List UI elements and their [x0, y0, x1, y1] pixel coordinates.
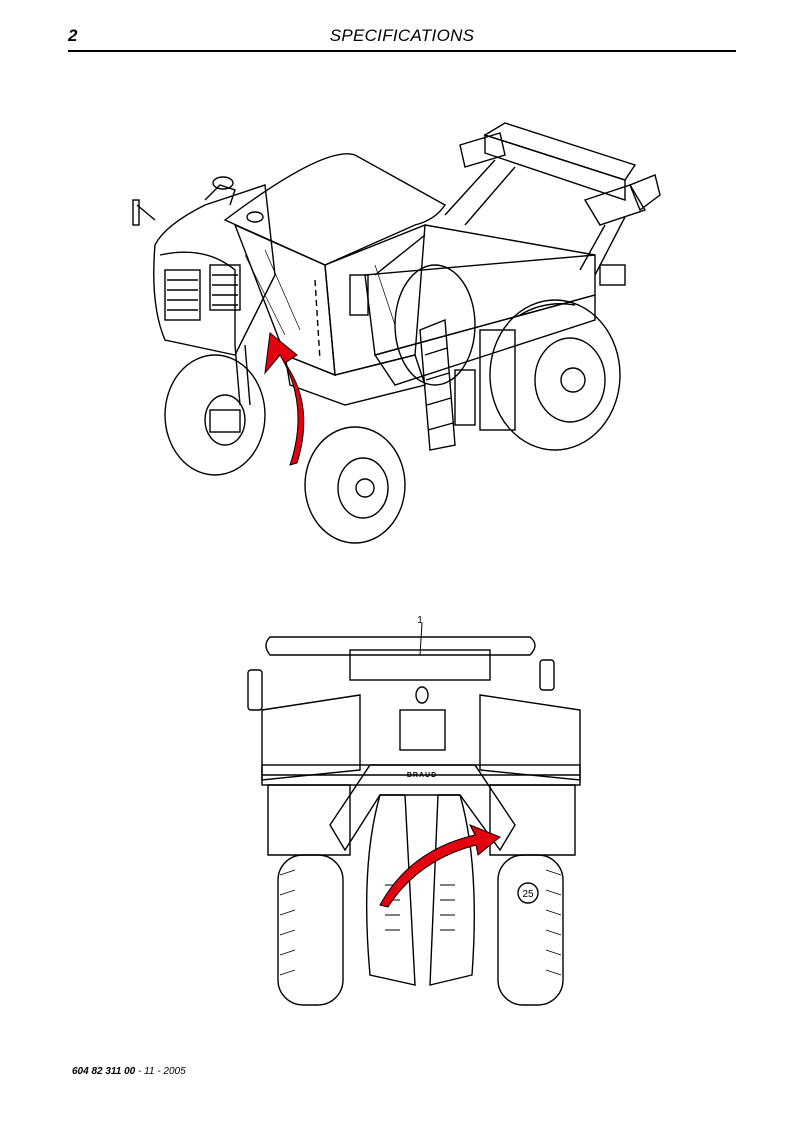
right-shaker-arm [429, 794, 475, 986]
revision-number: 11 [144, 1066, 155, 1077]
brand-label: BRAUD [407, 772, 437, 779]
wheels [164, 264, 621, 544]
rear-right-wheel [489, 299, 621, 451]
overhead-frame [444, 122, 661, 286]
red-arrow-to-cab-access [264, 332, 305, 466]
section-title: SPECIFICATIONS [329, 26, 475, 45]
cabin [223, 153, 447, 406]
harvester-isometric-illustration [125, 105, 685, 545]
page-number: 2 [68, 26, 78, 45]
document-code: 604 82 311 00 [72, 1066, 136, 1077]
right-mirror [539, 659, 555, 691]
front-left-wheel [164, 354, 266, 476]
callout-label: 1 [417, 615, 423, 626]
harvester-isometric-drawing [132, 122, 661, 544]
chassis [364, 224, 596, 386]
front-right-wheel [304, 426, 406, 544]
harvester-front-illustration: 1 BRAUD [240, 615, 600, 1010]
footer-separator: - [154, 1066, 164, 1077]
engine-hood [132, 176, 276, 356]
speed-plate [517, 882, 539, 904]
center-box [399, 709, 446, 751]
left-mirror [247, 669, 263, 711]
front-yoke [329, 764, 516, 852]
red-arrow-to-head [379, 824, 501, 908]
access-ladder [419, 318, 516, 451]
harvester-front-drawing: 1 BRAUD [247, 615, 581, 1006]
left-tire [277, 854, 344, 1006]
rear-left-wheel [394, 264, 476, 386]
footer-separator: - [135, 1066, 145, 1077]
publication-year: 2005 [163, 1066, 186, 1077]
right-tire [497, 854, 564, 1006]
page-footer: 604 82 311 00 - 11 - 2005 [72, 1066, 186, 1077]
speed-plate-number: 25 [522, 889, 534, 900]
left-shaker-arm [365, 794, 416, 986]
page-header: 2 SPECIFICATIONS [68, 24, 736, 52]
cab-roof [265, 636, 536, 656]
front-tires [277, 854, 564, 1006]
